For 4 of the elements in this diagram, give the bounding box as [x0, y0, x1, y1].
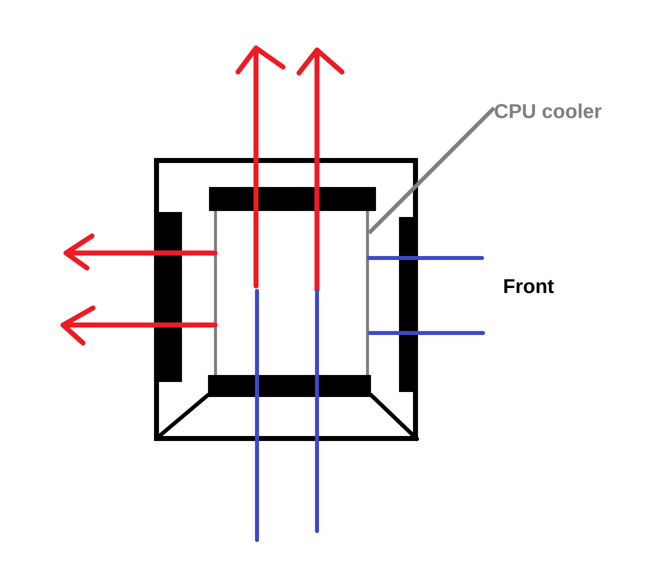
cooler-frame: [214, 208, 369, 378]
leader-line: [368, 106, 496, 234]
callout-label: CPU cooler: [494, 100, 602, 124]
side-label: Front: [503, 275, 554, 299]
